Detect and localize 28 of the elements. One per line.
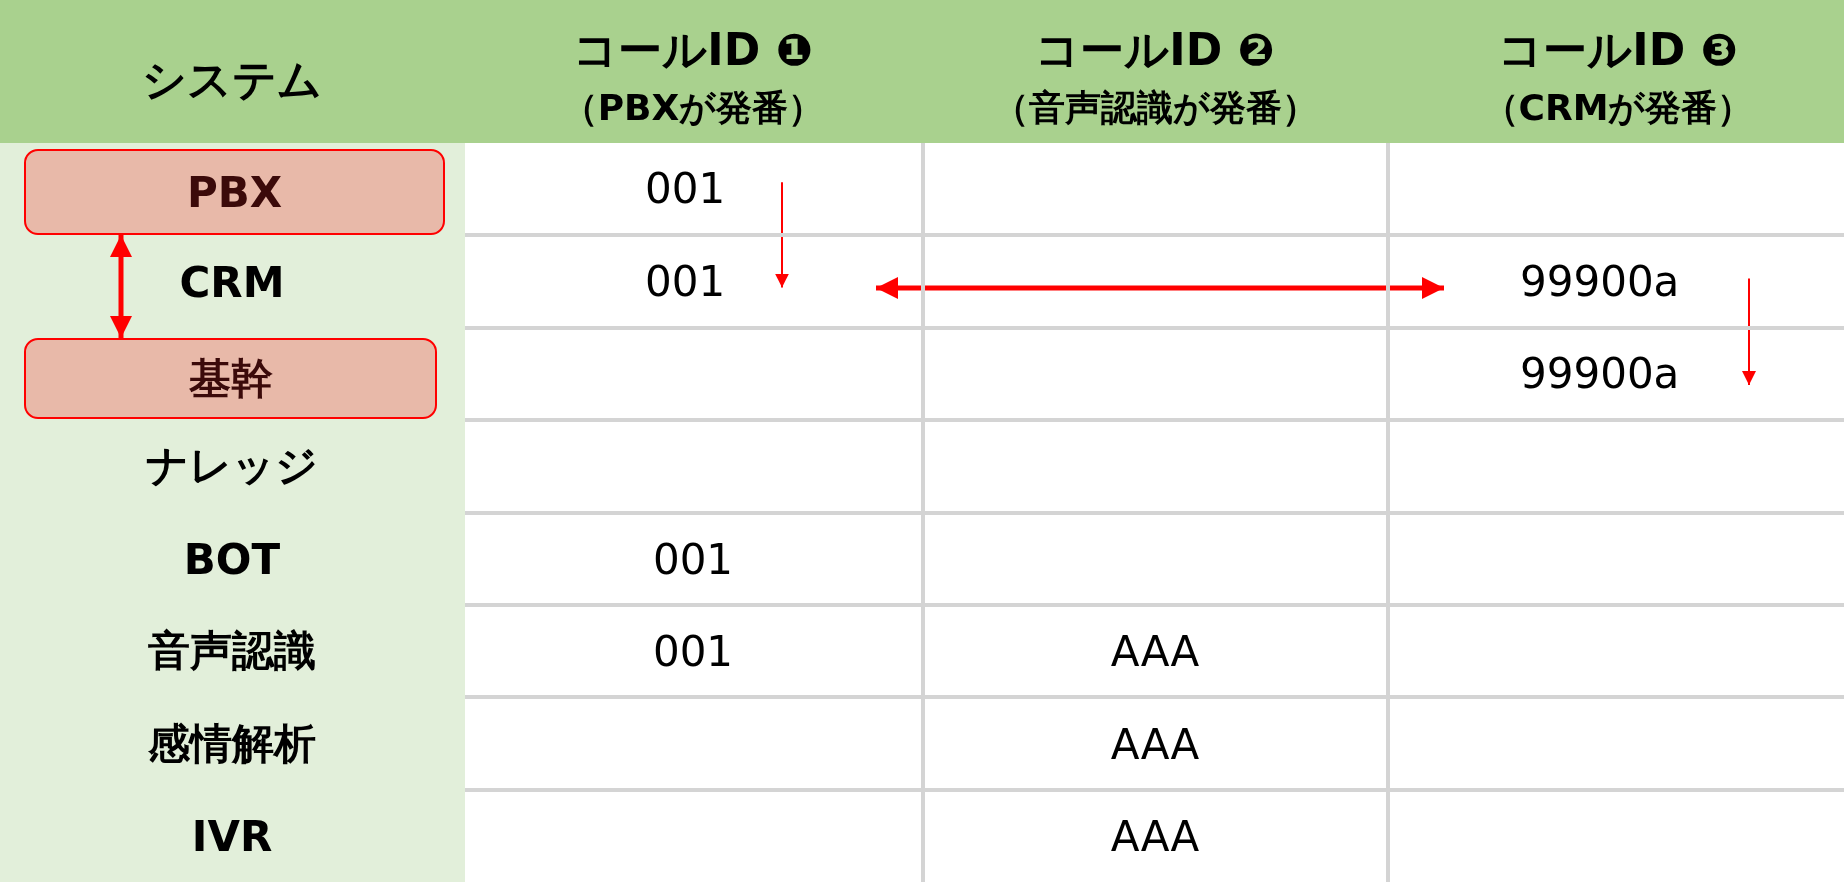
- column-subheader: （音声認識が発番）: [992, 85, 1318, 130]
- cell-value: 99900a: [1444, 342, 1765, 406]
- arrow: [1742, 277, 1756, 386]
- cell-value: 001: [652, 534, 734, 584]
- double-arrow: [876, 277, 1444, 299]
- row-header: BOT: [183, 534, 281, 584]
- row-header: 音声認識: [148, 625, 316, 678]
- row-header: IVR: [191, 811, 273, 861]
- column-header: コールID ❶: [573, 22, 813, 77]
- column-subheader: （CRMが発番）: [1482, 85, 1754, 130]
- cell-value: AAA: [1110, 626, 1200, 676]
- row-header: 感情解析: [148, 717, 316, 770]
- column-header: システム: [142, 52, 322, 107]
- cell-value: AAA: [1110, 811, 1200, 861]
- column-header: コールID ❷: [1035, 22, 1275, 77]
- cell-value: 001: [645, 157, 876, 222]
- row-header: CRM: [179, 257, 285, 307]
- cell-value: 99900a: [1444, 249, 1765, 314]
- cell-value: 001: [645, 249, 876, 314]
- arrow: [775, 181, 789, 289]
- column-subheader: （PBXが発番）: [561, 85, 825, 130]
- double-arrow: [110, 235, 132, 338]
- system-box: PBX: [24, 149, 445, 235]
- cell-value: 001: [652, 626, 734, 676]
- row-header: ナレッジ: [146, 440, 318, 493]
- column-header: コールID ❸: [1498, 22, 1738, 77]
- system-box: 基幹: [24, 338, 437, 419]
- cell-value: AAA: [1110, 719, 1200, 769]
